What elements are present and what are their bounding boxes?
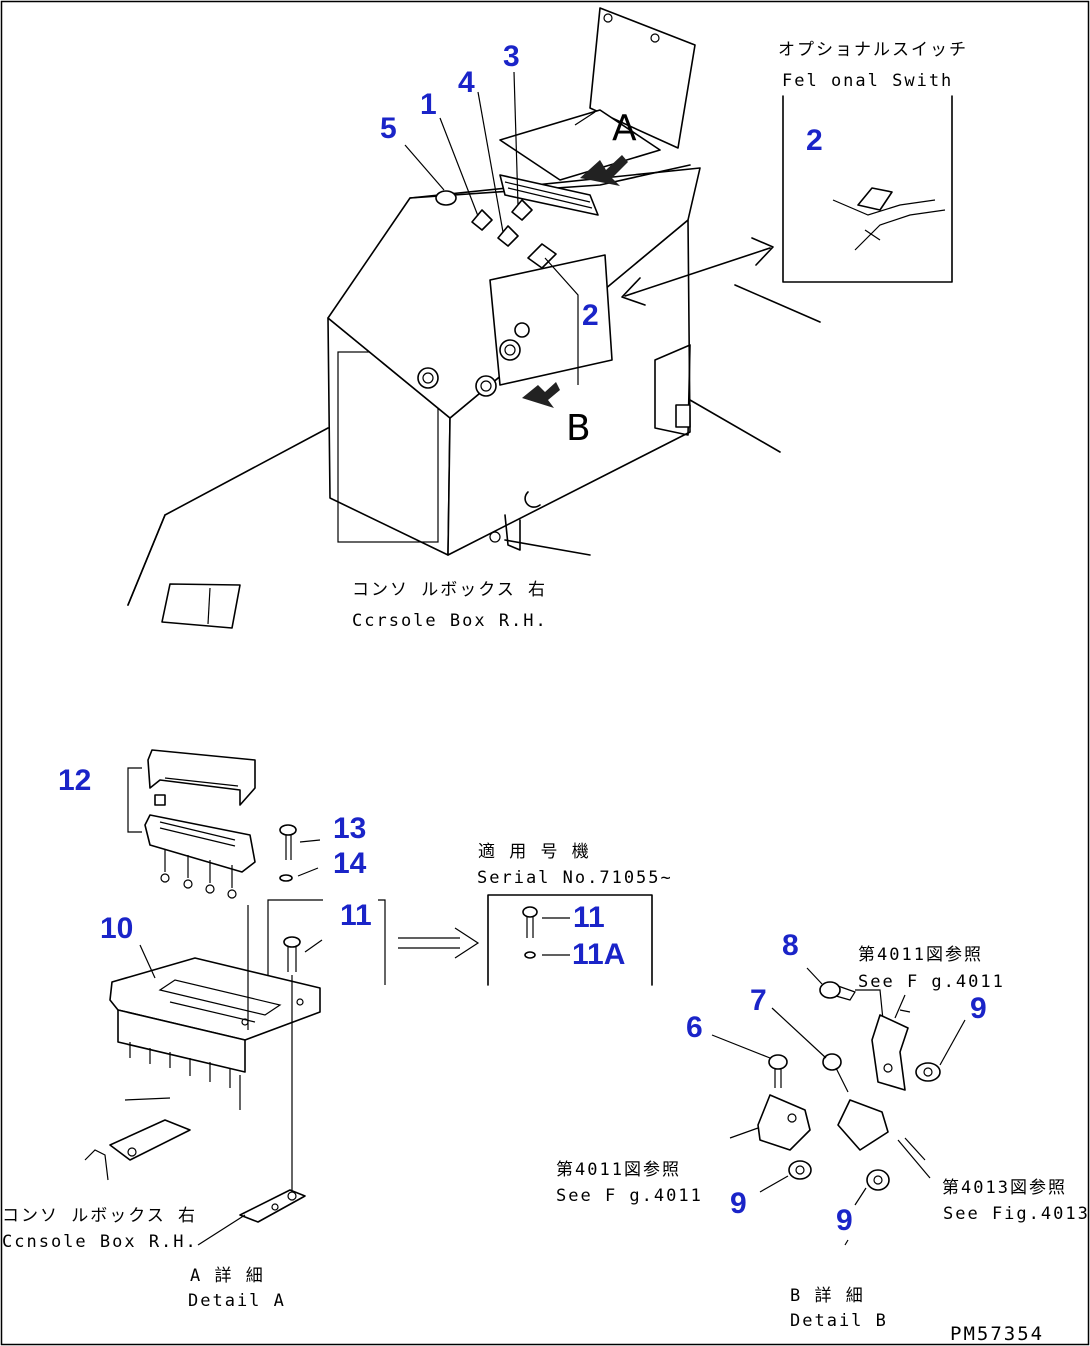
caption-serial-jp: 適 用 号 機 bbox=[478, 842, 591, 862]
callout-9-left: 9 bbox=[730, 1187, 747, 1220]
callout-11a: 11A bbox=[572, 938, 625, 971]
callout-2-main: 2 bbox=[582, 299, 599, 332]
callout-9-bottom: 9 bbox=[836, 1204, 853, 1237]
serial-inset bbox=[487, 894, 653, 986]
callout-11-inset: 11 bbox=[573, 901, 605, 934]
callout-3: 3 bbox=[503, 40, 520, 73]
caption-serial-en: Serial No.71055~ bbox=[477, 868, 673, 888]
console-box-illustration bbox=[127, 7, 821, 629]
caption-see-fig-left-jp: 第4011図参照 bbox=[556, 1160, 681, 1180]
view-letter-b: B bbox=[566, 408, 591, 449]
caption-detail-b-en: Detail B bbox=[790, 1311, 888, 1331]
caption-see-fig-left-en: See F g.4011 bbox=[556, 1186, 703, 1206]
caption-see-fig-right-en: See Fig.4013 bbox=[943, 1204, 1090, 1224]
callout-5: 5 bbox=[380, 112, 397, 145]
view-letter-a: A bbox=[612, 108, 637, 149]
caption-console-bottom-en: Ccnsole Box R.H. bbox=[2, 1232, 198, 1252]
caption-console-top-jp: コンソ ルボックス 右 bbox=[352, 580, 547, 600]
detail-a-illustration bbox=[84, 749, 480, 1246]
detail-b-illustration bbox=[711, 967, 966, 1246]
caption-detail-a-jp: A 詳 細 bbox=[190, 1266, 265, 1286]
callout-6: 6 bbox=[686, 1011, 703, 1044]
callout-9-top: 9 bbox=[970, 992, 987, 1025]
callout-2-inset: 2 bbox=[806, 124, 823, 157]
caption-see-fig-right-jp: 第4013図参照 bbox=[942, 1178, 1067, 1198]
callout-8: 8 bbox=[782, 929, 799, 962]
caption-optional-switch-jp: オプショナルスイッチ bbox=[778, 40, 968, 60]
caption-console-bottom-jp: コンソ ルボックス 右 bbox=[2, 1206, 197, 1226]
caption-see-fig-top-jp: 第4011図参照 bbox=[858, 945, 983, 965]
caption-detail-b-jp: B 詳 細 bbox=[790, 1286, 865, 1306]
callout-7: 7 bbox=[750, 984, 767, 1017]
callout-13: 13 bbox=[333, 812, 366, 845]
callout-10: 10 bbox=[100, 912, 133, 945]
optional-switch-inset bbox=[782, 95, 953, 283]
caption-detail-a-en: Detail A bbox=[188, 1291, 286, 1311]
callout-1: 1 bbox=[420, 88, 437, 121]
caption-optional-switch-en: Fel onal Swith bbox=[782, 71, 953, 91]
callout-12: 12 bbox=[58, 764, 91, 797]
drawing-code: PM57354 bbox=[950, 1323, 1044, 1345]
callout-4: 4 bbox=[458, 66, 475, 99]
caption-see-fig-top-en: See F g.4011 bbox=[858, 972, 1005, 992]
callout-14: 14 bbox=[333, 847, 367, 880]
caption-console-top-en: Ccrsole Box R.H. bbox=[352, 611, 548, 631]
callout-11-main: 11 bbox=[340, 899, 372, 932]
